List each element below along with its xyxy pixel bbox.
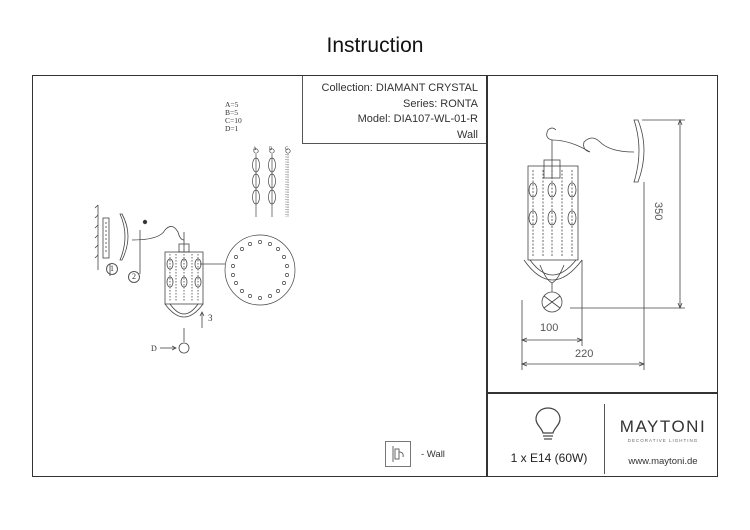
wall-mount-icon [385,441,411,467]
type-text: Wall [457,128,478,141]
product-info-box: Collection: DIAMANT CRYSTAL Series: RONT… [302,76,486,144]
instruction-frame [32,75,718,477]
collection-text: Collection: DIAMANT CRYSTAL [321,82,479,94]
lightbulb-icon [535,407,561,440]
dimension-width: 220 [575,348,594,360]
parts-count-a: A=5 [225,100,239,109]
step-label-2: 2 [128,271,140,283]
power-spec: 1 x E14 (60W) [510,451,588,465]
page-title: Instruction [326,34,424,57]
part-label-d: D [151,344,157,353]
specs-box: 1 x E14 (60W) MAYTONI DECORATIVE LIGHTIN… [486,404,718,474]
dimension-drawing [520,118,685,370]
crystal-ring-detail [200,234,296,306]
brand-url[interactable]: www.maytoni.de [628,456,698,467]
model-text: Model: DIA107-WL-01-R [357,113,478,125]
step-label-3: 3 [208,313,213,323]
parts-count: A=5 B=5 C=10 D=1 [225,101,242,133]
dimension-height: 350 [652,202,664,221]
crystal-strands-illustration [252,148,291,217]
brand-logo: MAYTONI [619,417,707,436]
vertical-divider [486,75,488,477]
strand-label-b: B [269,147,273,152]
parts-count-b: B=5 [225,108,238,117]
horizontal-divider [486,392,718,394]
dimension-projection: 100 [540,322,559,334]
strand-label-c: C [285,147,289,152]
parts-count-d: D=1 [225,124,239,133]
parts-count-c: C=10 [225,116,242,125]
step-label-1: 1 [106,263,118,275]
bulb-panel: 1 x E14 (60W) [494,404,605,474]
assembly-illustration [94,204,205,354]
series-text: Series: RONTA [403,97,478,110]
strand-label-a: A [253,147,257,152]
brand-tagline: DECORATIVE LIGHTING [627,438,699,443]
wall-mount-label: - Wall [421,449,445,460]
